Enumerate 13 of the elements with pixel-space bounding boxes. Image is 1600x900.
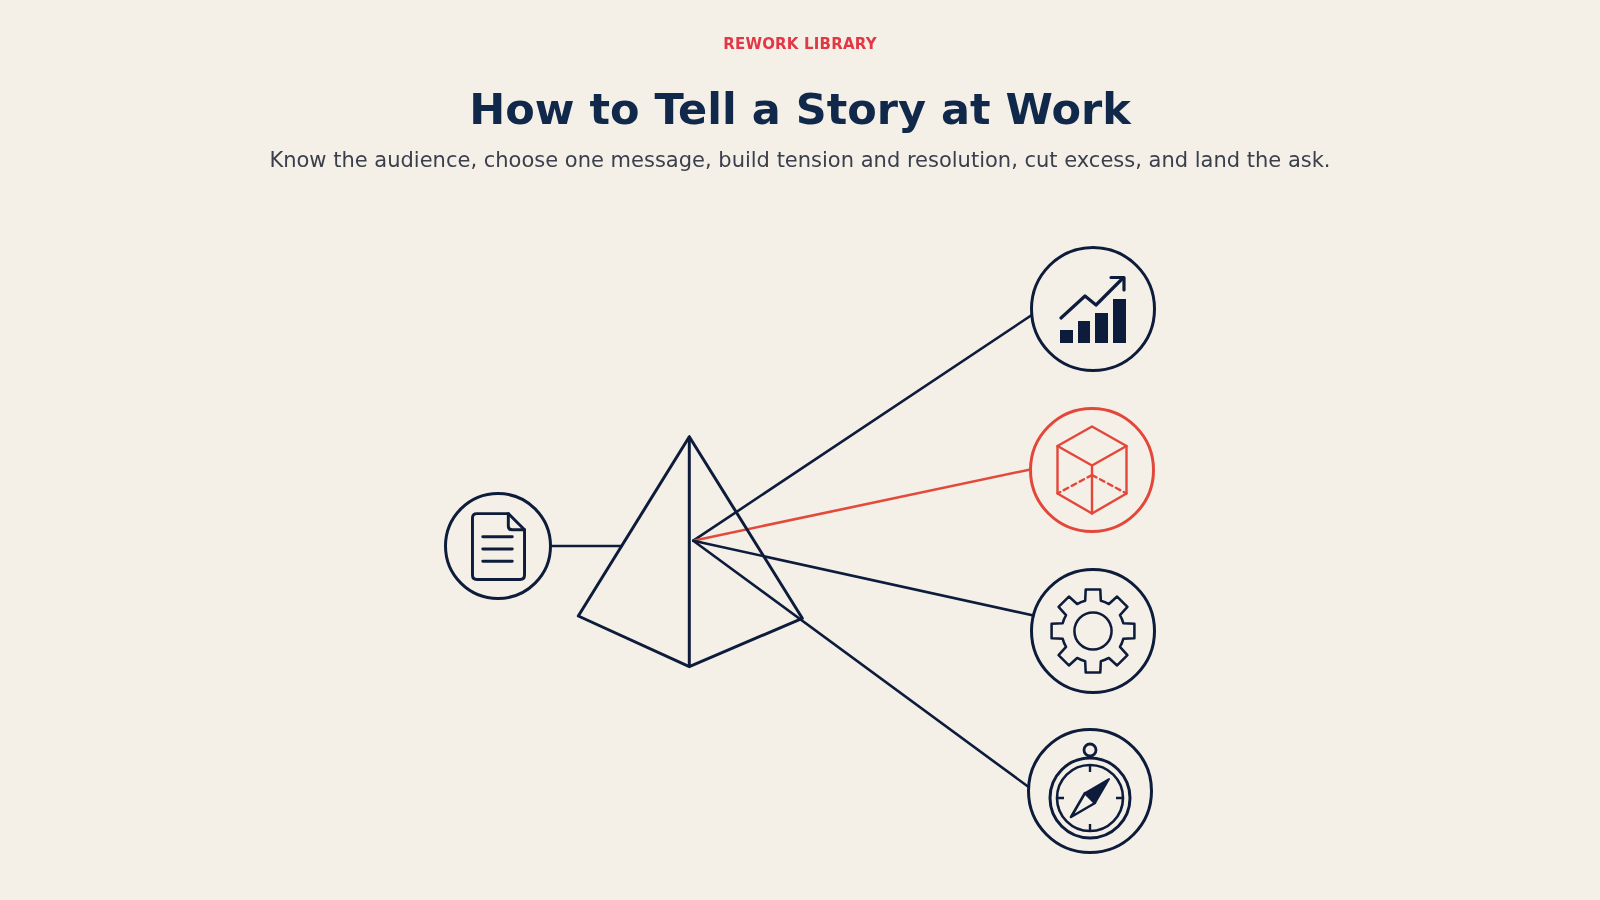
page-title: How to Tell a Story at Work [469,83,1131,135]
circle-node [1030,568,1156,694]
circle-node [1029,407,1155,533]
connector-line [692,539,1035,617]
circle-node [1030,246,1156,372]
connector-line [549,544,623,548]
circle-node [1027,728,1153,854]
subtitle: Know the audience, choose one message, build tension and resolution, cut excess, and land the ask. [269,147,1331,174]
connector-line [692,468,1032,542]
pyramid-shape [576,434,806,670]
connector-line [692,539,1030,789]
eyebrow-label: REWORK LIBRARY [723,34,877,54]
circle-node [444,492,552,600]
